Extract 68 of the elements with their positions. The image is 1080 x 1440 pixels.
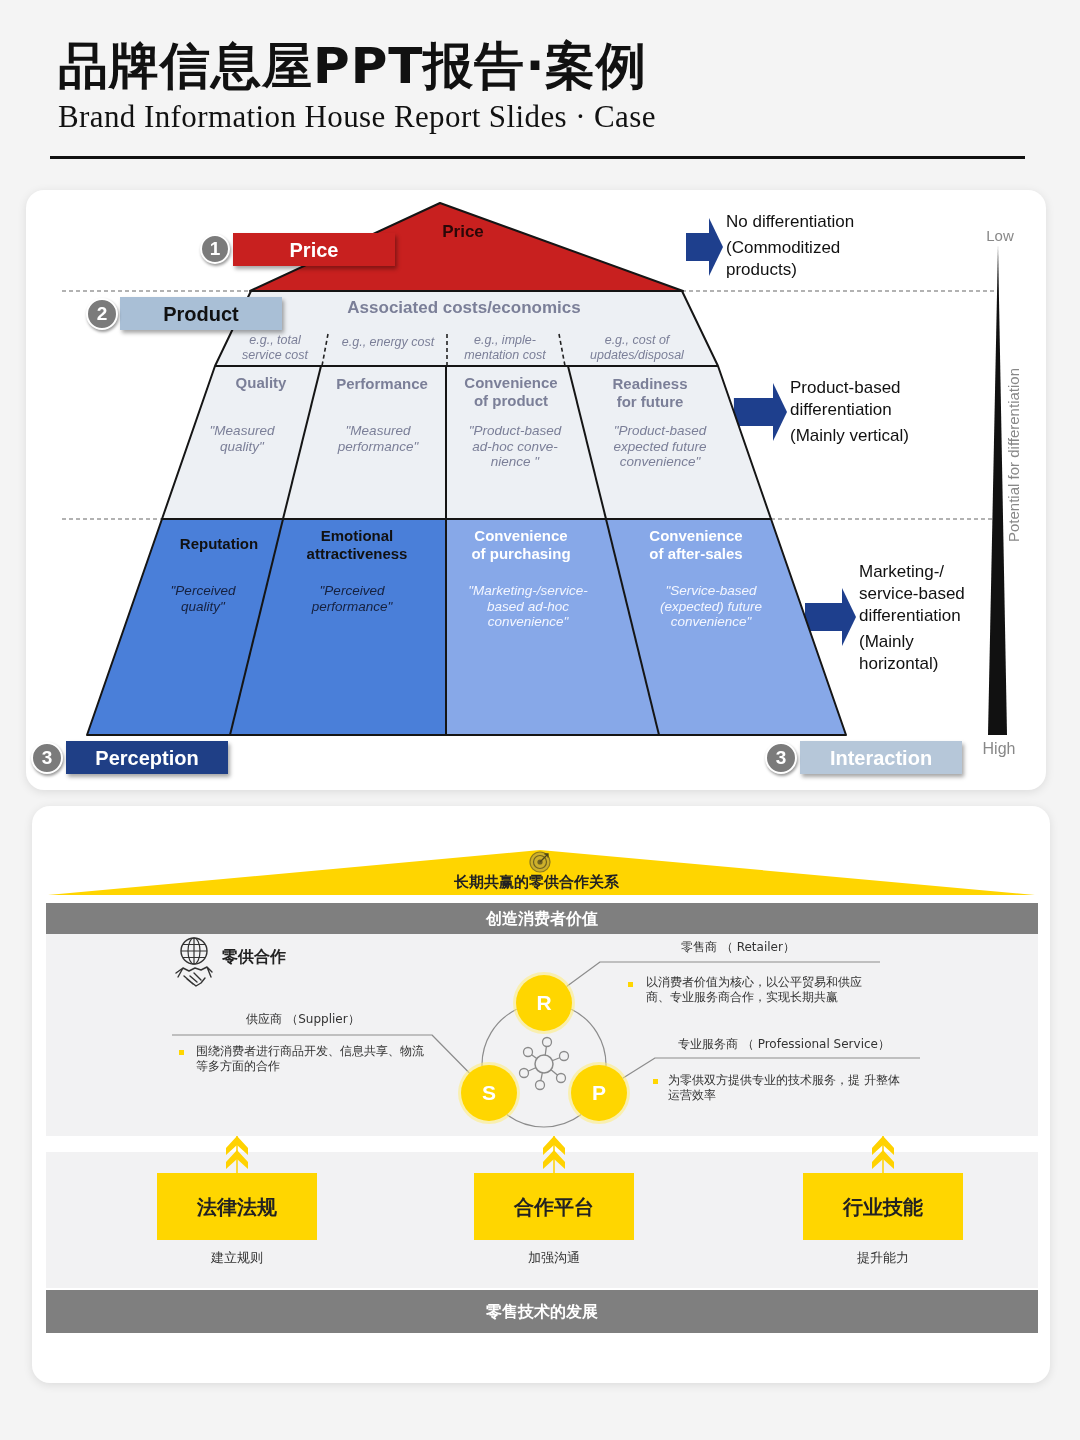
section-panel (46, 934, 1038, 1136)
leader-line (566, 961, 881, 988)
axis-label: Low (985, 227, 1015, 245)
pillar-heading: Quality (234, 374, 288, 392)
pillar-heading: Convenience of after-sales (648, 527, 744, 563)
axis-title: Potential for differentiation (1005, 368, 1023, 542)
pillar-heading: Emotional attractiveness (305, 527, 409, 563)
pillar-heading: Convenience of product (463, 374, 559, 410)
level-tag: Price (233, 233, 395, 266)
side-note: Marketing-/ service-based differentiation (859, 561, 966, 627)
page-subtitle: Brand Information House Report Slides · Case (58, 99, 656, 135)
pillar-quote: "Measured quality" (208, 423, 276, 454)
cost-example-text: e.g., cost of updates/disposal (576, 333, 698, 363)
pillar-quote: "Measured performance" (336, 423, 420, 454)
cost-example-text: e.g., energy cost (331, 335, 445, 350)
box-caption: 建立规则 (210, 1250, 264, 1267)
role-heading: 专业服务商 （ Professional Service） (677, 1037, 891, 1052)
box-caption: 加强沟通 (527, 1250, 581, 1267)
role-circle: S (461, 1065, 517, 1121)
ring-arc (481, 1008, 518, 1067)
ring-arc (506, 1114, 582, 1128)
side-note-detail: (Commoditized products) (726, 237, 842, 281)
pillar-quote: "Perceived performance" (310, 583, 394, 614)
pillar-heading: Readiness for future (611, 375, 689, 411)
block-arrow (733, 383, 787, 441)
role-circle: R (516, 975, 572, 1031)
side-note: Product-based differentiation (790, 377, 902, 421)
pillar-quote: "Product-based ad-hoc conve- nience " (467, 423, 563, 470)
level-tag: Perception (66, 741, 228, 774)
block-arrow (805, 588, 856, 646)
roof-title: 长期共赢的零供合作关系 (452, 873, 620, 891)
trapezoid-section (162, 291, 771, 519)
section-heading: 零供合作 (222, 947, 287, 967)
side-note: No differentiation (726, 211, 856, 233)
pillar-quote: "Service-based (expected) future convenience" (658, 583, 764, 630)
support-box: 合作平台 (474, 1173, 634, 1240)
footer-band: 零售技术的发展 (46, 1290, 1038, 1333)
side-note-detail: (Mainly horizontal) (859, 631, 940, 675)
pillar-heading: Reputation (178, 535, 260, 553)
role-description: 以消费者价值为核心，以公平贸易和供应商、专业服务商合作，实现长期共赢 (646, 975, 863, 1005)
role-circle: P (571, 1065, 627, 1121)
block-arrow (686, 218, 723, 276)
level-tag: Product (120, 297, 282, 330)
role-description: 为零供双方提供专业的技术服务，提 升整体运营效率 (668, 1073, 901, 1103)
leader-line (171, 1034, 470, 1074)
support-box: 法律法规 (157, 1173, 317, 1240)
support-box: 行业技能 (803, 1173, 963, 1240)
role-heading: 零售商 （ Retailer） (680, 940, 796, 955)
band-heading: Associated costs/economics (346, 298, 582, 318)
pillar-quote: "Product-based expected future convenience" (612, 423, 708, 470)
pillar-heading: Convenience of purchasing (470, 527, 572, 563)
ring-arc (570, 1008, 607, 1067)
leader-line (622, 1057, 921, 1079)
page-title: 品牌信息屋PPT报告·案例 (58, 36, 648, 96)
box-caption: 提升能力 (856, 1250, 910, 1267)
side-note-detail: (Mainly vertical) (790, 425, 911, 447)
pillar-quote: "Marketing-/service-based ad-hoc convenience" (467, 583, 589, 630)
cost-example-text: e.g., total service cost (231, 333, 319, 363)
roof-title: Price (441, 222, 485, 242)
role-description: 围绕消费者进行商品开发、信息共享、物流等多方面的合作 (196, 1044, 425, 1074)
roof-shape (250, 203, 683, 291)
pillar-heading: Performance (335, 375, 429, 393)
pillar-quote: "Perceived quality" (169, 583, 237, 614)
cost-example-text: e.g., imple- mentation cost (455, 333, 555, 363)
header-band: 创造消费者价值 (46, 903, 1038, 934)
level-tag: Interaction (800, 741, 962, 774)
axis-label: High (981, 739, 1017, 758)
role-heading: 供应商 （Supplier） (245, 1012, 361, 1027)
